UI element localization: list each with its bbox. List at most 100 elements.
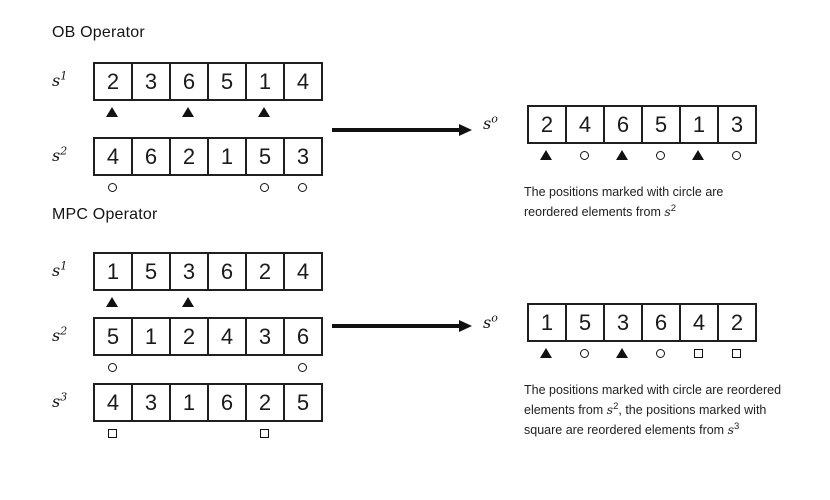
- ob-s2-label-sup: 2: [60, 144, 68, 158]
- grid-cell: 2: [527, 105, 567, 144]
- circle-marker-icon: [297, 362, 307, 372]
- marker-slot: [131, 361, 169, 373]
- marker-row: [93, 296, 323, 308]
- ob-caption-text: The positions marked with circle are reo…: [524, 185, 724, 219]
- grid-cell: 5: [245, 137, 285, 176]
- square-marker-icon: [107, 428, 117, 438]
- grid-cell: 1: [679, 105, 719, 144]
- grid-cell: 6: [603, 105, 643, 144]
- marker-slot: [131, 106, 169, 118]
- ob-so-label: so: [483, 114, 498, 133]
- triangle-marker-icon: [616, 150, 628, 160]
- grid-cell: 5: [565, 303, 605, 342]
- grid-cell: 3: [283, 137, 323, 176]
- marker-slot: [207, 361, 245, 373]
- grid-cell: 2: [169, 137, 209, 176]
- marker-slot: [93, 181, 131, 193]
- ob-so-label-base: s: [483, 114, 492, 133]
- ob-s2-label-base: s: [52, 146, 61, 165]
- grid-cell: 5: [641, 105, 681, 144]
- marker-slot: [717, 149, 755, 161]
- circle-marker-icon: [297, 182, 307, 192]
- grid-cell: 6: [131, 137, 171, 176]
- mpc-s2-label: s2: [52, 326, 67, 345]
- grid-cell: 1: [169, 383, 209, 422]
- grid-cell: 2: [93, 62, 133, 101]
- marker-slot: [283, 361, 321, 373]
- marker-slot: [565, 347, 603, 359]
- grid-cell: 1: [207, 137, 247, 176]
- square-marker-icon: [693, 348, 703, 358]
- mpc-s1-label-base: s: [52, 261, 61, 280]
- marker-slot: [283, 181, 321, 193]
- grid-cell: 1: [527, 303, 567, 342]
- marker-slot: [565, 149, 603, 161]
- mpc-s3-label-sup: 3: [60, 390, 68, 404]
- grid-cell: 5: [93, 317, 133, 356]
- grid-cell: 2: [717, 303, 757, 342]
- grid-cell: 3: [717, 105, 757, 144]
- triangle-marker-icon: [692, 150, 704, 160]
- grid-cell: 1: [93, 252, 133, 291]
- arrow-bar: [332, 128, 459, 132]
- square-marker-icon: [259, 428, 269, 438]
- marker-slot: [603, 149, 641, 161]
- mpc-s2-label-base: s: [52, 326, 61, 345]
- mpc-so-label-base: s: [483, 313, 492, 332]
- grid-cell: 3: [169, 252, 209, 291]
- marker-slot: [679, 149, 717, 161]
- grid-cell: 3: [603, 303, 643, 342]
- marker-slot: [207, 106, 245, 118]
- grid-cell: 6: [207, 383, 247, 422]
- grid-cell: 4: [207, 317, 247, 356]
- grid-cell: 6: [641, 303, 681, 342]
- mpc-s1-label-sup: 1: [60, 259, 68, 273]
- mpc-section-title: MPC Operator: [52, 206, 158, 223]
- circle-marker-icon: [731, 150, 741, 160]
- grid-cell: 5: [207, 62, 247, 101]
- marker-slot: [603, 347, 641, 359]
- grid-cell: 4: [283, 62, 323, 101]
- marker-slot: [245, 296, 283, 308]
- marker-slot: [207, 181, 245, 193]
- grid-cell: 5: [131, 252, 171, 291]
- mpc-caption: The positions marked with circle are reo…: [524, 381, 786, 440]
- marker-slot: [169, 296, 207, 308]
- marker-slot: [93, 296, 131, 308]
- mpc-caption-sup2: 3: [734, 420, 740, 432]
- grid-cell: 4: [93, 383, 133, 422]
- grid-cell: 4: [93, 137, 133, 176]
- grid-cell: 4: [283, 252, 323, 291]
- grid-cell: 4: [679, 303, 719, 342]
- marker-slot: [131, 181, 169, 193]
- mpc-s3-label: s3: [52, 392, 67, 411]
- triangle-marker-icon: [182, 297, 194, 307]
- triangle-marker-icon: [540, 150, 552, 160]
- grid-cell: 2: [245, 252, 285, 291]
- arrow-bar: [332, 324, 459, 328]
- marker-slot: [169, 361, 207, 373]
- arrow-right-icon: [332, 124, 472, 136]
- marker-slot: [245, 106, 283, 118]
- triangle-marker-icon: [106, 107, 118, 117]
- ob-section-title: OB Operator: [52, 24, 145, 41]
- mpc-caption-var1: s: [606, 402, 614, 417]
- circle-marker-icon: [655, 348, 665, 358]
- marker-slot: [93, 106, 131, 118]
- triangle-marker-icon: [258, 107, 270, 117]
- marker-slot: [169, 427, 207, 439]
- circle-marker-icon: [107, 182, 117, 192]
- marker-slot: [717, 347, 755, 359]
- circle-marker-icon: [259, 182, 269, 192]
- marker-row: [93, 427, 323, 439]
